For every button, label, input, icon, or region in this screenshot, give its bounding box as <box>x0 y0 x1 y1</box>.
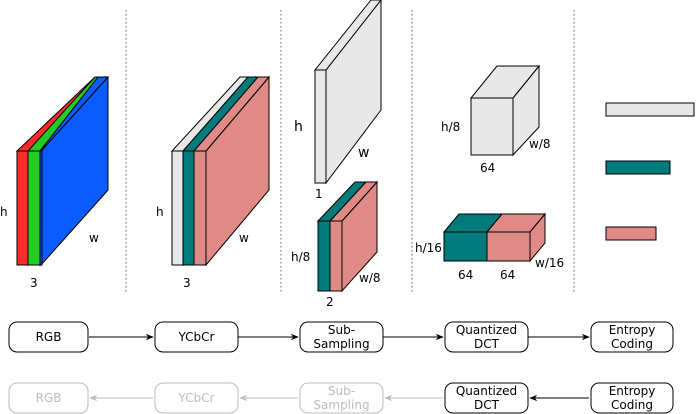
reverse-box-dct-line1: Quantized <box>456 384 517 398</box>
stage3-luma-w-label: w <box>358 145 369 161</box>
ycbcr-slab-y-front <box>171 150 184 266</box>
forward-box-dct[interactable]: Quantized DCT <box>444 321 529 353</box>
chroma-dct-front-cb <box>443 231 488 262</box>
forward-box-subsampling-line1: Sub- <box>328 323 355 337</box>
reverse-pipeline: RGB YCbCr Sub- Sampling Quantized DCT En… <box>8 382 674 414</box>
stage3-luma-count-label: 1 <box>315 187 323 201</box>
stage2-w-label: w <box>239 231 249 245</box>
forward-box-dct-line2: DCT <box>474 337 500 351</box>
chroma-slabs <box>316 180 379 293</box>
stage1-w-label: w <box>89 231 99 245</box>
ycbcr-slabs <box>170 75 271 267</box>
stage3-chroma-w-label: w/8 <box>359 271 381 285</box>
forward-box-subsampling[interactable]: Sub- Sampling <box>299 321 384 353</box>
rgb-slabs <box>15 75 110 267</box>
ycbcr-slab-cr-front <box>193 150 207 266</box>
forward-box-ycbcr-label: YCbCr <box>178 330 215 344</box>
forward-box-rgb[interactable]: RGB <box>8 321 89 353</box>
stage3-chroma-h-label: h/8 <box>291 250 310 264</box>
reverse-box-subsampling-line1: Sub- <box>328 384 355 398</box>
separators <box>125 10 575 292</box>
stage1-h-label: h <box>0 205 8 219</box>
entropy-bar-cr <box>605 226 657 241</box>
entropy-bar-cb <box>605 160 671 175</box>
forward-pipeline: RGB YCbCr Sub- Sampling Quantized DCT En… <box>8 321 674 353</box>
chroma-dct-front-cr <box>486 231 531 262</box>
forward-box-ycbcr[interactable]: YCbCr <box>154 321 239 353</box>
stage1-count-label: 3 <box>30 276 38 290</box>
chroma-dct-blocks <box>442 212 547 263</box>
stage2-h-label: h <box>156 205 164 219</box>
rgb-slab-red-front <box>16 150 29 266</box>
stage4-chroma-h-label: h/16 <box>415 241 442 255</box>
reverse-box-entropy-line2: Coding <box>611 398 653 412</box>
reverse-box-dct-line2: DCT <box>474 398 500 412</box>
entropy-bars <box>605 102 695 241</box>
stage4-luma-count-label: 64 <box>480 161 495 175</box>
stage4-luma-w-label: w/8 <box>529 137 551 151</box>
stage3-chroma-count-label: 2 <box>326 295 334 309</box>
stage4-chroma-count-a-label: 64 <box>458 268 473 282</box>
forward-box-entropy-line1: Entropy <box>609 323 656 337</box>
reverse-box-ycbcr[interactable]: YCbCr <box>154 382 239 414</box>
reverse-box-dct[interactable]: Quantized DCT <box>444 382 529 414</box>
reverse-box-entropy-line1: Entropy <box>609 384 656 398</box>
forward-box-entropy-line2: Coding <box>611 337 653 351</box>
stage4-chroma-count-b-label: 64 <box>500 268 515 282</box>
forward-box-rgb-label: RGB <box>36 330 62 344</box>
reverse-box-rgb[interactable]: RGB <box>8 382 89 414</box>
luma-slab <box>313 0 382 185</box>
chroma-slab-cr-front <box>329 220 343 292</box>
luma-slab-front <box>314 69 327 184</box>
ycbcr-slab-cb-front <box>182 150 195 266</box>
forward-box-subsampling-line2: Sampling <box>313 337 369 351</box>
reverse-box-ycbcr-label: YCbCr <box>178 391 215 405</box>
chroma-slab-cb-front <box>317 220 331 292</box>
reverse-box-entropy[interactable]: Entropy Coding <box>590 382 674 414</box>
reverse-box-subsampling-line2: Sampling <box>313 398 369 412</box>
stage4-chroma-w-label: w/16 <box>535 256 564 270</box>
forward-box-entropy[interactable]: Entropy Coding <box>590 321 674 353</box>
luma-dct-cube <box>469 64 541 157</box>
forward-box-dct-line1: Quantized <box>456 323 517 337</box>
luma-dct-cube-front <box>470 97 514 156</box>
stage3-luma-h-label: h <box>294 119 303 135</box>
stage4-luma-h-label: h/8 <box>441 120 460 134</box>
rgb-slab-blue-front <box>39 150 43 266</box>
rgb-slab-green-front <box>27 150 41 266</box>
reverse-box-subsampling[interactable]: Sub- Sampling <box>299 382 384 414</box>
entropy-bar-luma <box>605 102 695 117</box>
stage2-count-label: 3 <box>183 276 191 290</box>
reverse-box-rgb-label: RGB <box>36 391 62 405</box>
